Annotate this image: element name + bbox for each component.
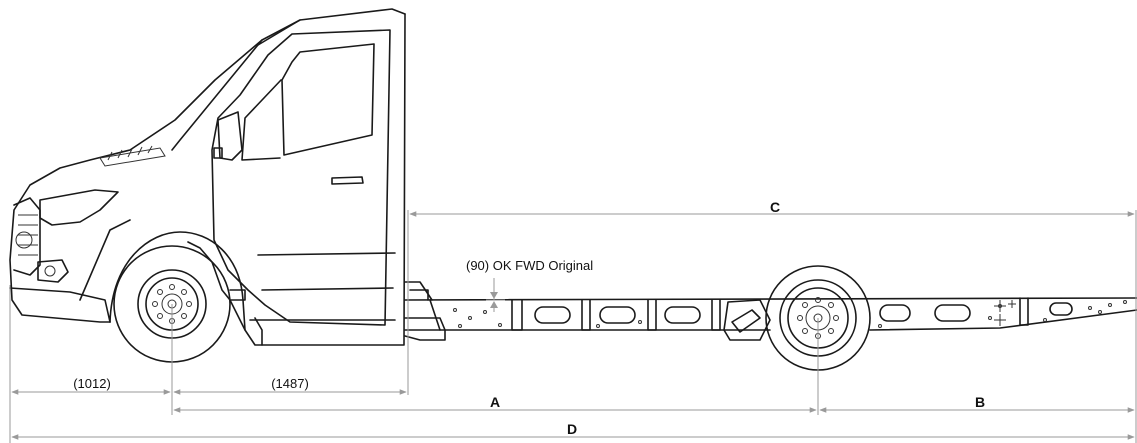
frame-height-label: (90) OK FWD Original xyxy=(466,258,593,273)
cab-body xyxy=(9,8,406,346)
dimension-label-d: D xyxy=(567,421,577,437)
dimension-label-cab-to-axle: (1487) xyxy=(271,376,309,391)
frame-height-indicator xyxy=(486,278,505,312)
dimension-label-c: C xyxy=(770,199,780,215)
dimension-lines xyxy=(9,210,1137,443)
dimension-label-a: A xyxy=(490,394,500,410)
dimension-label-b: B xyxy=(975,394,985,410)
dimension-label-front-overhang: (1012) xyxy=(73,376,111,391)
chassis-frame xyxy=(404,281,1137,341)
